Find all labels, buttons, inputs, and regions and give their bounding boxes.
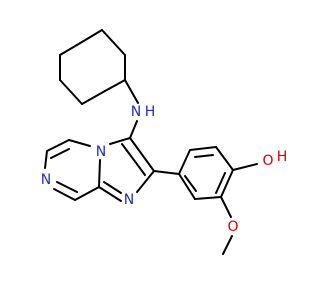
imidazopyrazine-core <box>44 137 155 202</box>
bond <box>46 139 70 152</box>
bond <box>109 137 131 145</box>
bond <box>136 170 155 193</box>
bond <box>189 146 217 151</box>
atom-label-h: H <box>145 104 156 120</box>
bond <box>98 159 101 188</box>
bond-hydroxyl <box>232 163 258 171</box>
bond <box>74 186 100 201</box>
atom-imidazole-bridge-n: N <box>96 144 106 160</box>
bond <box>50 148 70 159</box>
bond <box>178 149 191 175</box>
bond-methoxy-o <box>220 196 232 218</box>
bond-nh-c3 <box>129 120 138 139</box>
atom-label-n: N <box>131 104 141 120</box>
atom-label-o: O <box>262 153 273 169</box>
bond <box>56 181 78 193</box>
bond <box>44 150 48 169</box>
molecule-structure: N H N N N H O O <box>41 29 287 255</box>
bond <box>215 146 234 171</box>
bond <box>98 186 122 202</box>
bond <box>194 154 214 158</box>
bond <box>81 90 106 105</box>
bond <box>104 79 126 92</box>
bond <box>53 188 76 201</box>
bond <box>59 41 83 56</box>
bond <box>215 172 226 194</box>
atom-label-h: H <box>277 149 288 165</box>
bond <box>103 181 122 194</box>
bond <box>121 143 146 176</box>
bond <box>81 29 103 43</box>
atom-amine-nh: N H <box>131 104 156 120</box>
bond <box>59 79 83 105</box>
atom-pyrazine-n: N <box>41 172 51 188</box>
molecule-structure-canvas: N H N N N H O O <box>41 29 287 255</box>
atom-methoxy-o: O <box>227 219 238 235</box>
cyclohexyl-ring <box>59 29 126 105</box>
bond <box>68 139 91 147</box>
atom-hydroxyl: H O <box>262 149 287 169</box>
bond <box>101 29 126 56</box>
bond-cyclohexyl-nh <box>124 79 139 104</box>
atom-imidazole-n: N <box>124 192 134 208</box>
bond <box>178 173 196 200</box>
bond-c2-phenyl <box>153 170 180 175</box>
bond <box>194 196 222 200</box>
phenol-ring <box>178 146 234 200</box>
bond-methoxy-ch3 <box>222 235 233 255</box>
bond <box>129 137 155 172</box>
bond <box>184 175 197 192</box>
bond <box>220 169 234 198</box>
